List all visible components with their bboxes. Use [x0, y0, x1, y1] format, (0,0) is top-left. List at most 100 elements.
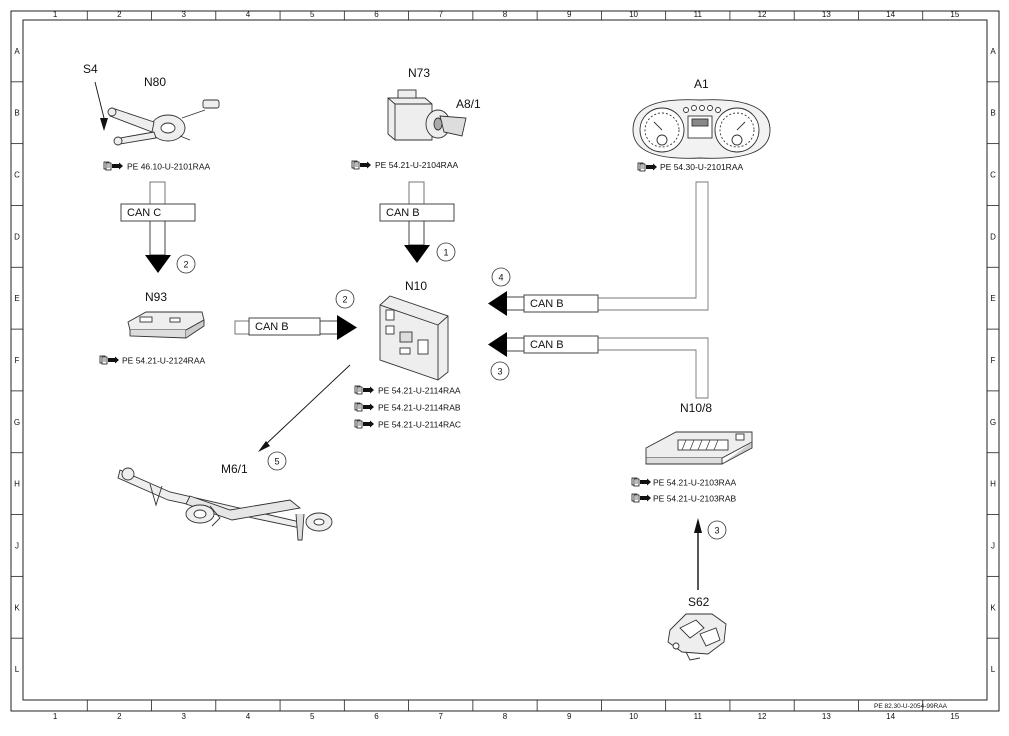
step-number: 2 [183, 260, 188, 270]
grid-column-label: 9 [567, 712, 572, 721]
manual-ref-icon [103, 161, 124, 171]
n80-ref-group: PE 46.10-U-2101RAA [103, 161, 210, 172]
grid-row-label: E [990, 294, 995, 303]
n10-component-drawing[interactable] [379, 295, 449, 381]
step-marker: 3 [707, 520, 727, 540]
manual-ref-icon [631, 477, 652, 487]
n93-ref[interactable]: PE 54.21-U-2124RAA [122, 356, 205, 366]
step-number: 5 [274, 457, 279, 467]
grid-row-label: C [990, 171, 996, 180]
n80-label[interactable]: N80 [144, 75, 166, 89]
a8-1-label[interactable]: A8/1 [456, 97, 481, 111]
n73-ref[interactable]: PE 54.21-U-2104RAA [375, 160, 458, 170]
s4-leader-arrowhead [100, 118, 108, 131]
m6-1-component-drawing[interactable] [117, 467, 333, 541]
s4-label[interactable]: S4 [83, 62, 98, 76]
n73-component-drawing[interactable] [387, 89, 467, 141]
n80-ref[interactable]: PE 46.10-U-2101RAA [127, 162, 210, 172]
bus-line-n80-n93 [149, 181, 166, 205]
n10-8-ref-2[interactable]: PE 54.21-U-2103RAB [653, 494, 736, 504]
n73-label[interactable]: N73 [408, 66, 430, 80]
grid-row-label: E [14, 294, 19, 303]
a1-label[interactable]: A1 [694, 77, 709, 91]
flow-arrowhead [258, 441, 270, 452]
n80-component-drawing[interactable] [107, 99, 220, 146]
sheet-frame [10, 10, 1000, 712]
manual-ref-icon [637, 162, 658, 172]
n10-8-component-drawing[interactable] [645, 431, 753, 465]
grid-column-label: 15 [950, 712, 959, 721]
manual-ref-icon [351, 160, 372, 170]
n10-8-label[interactable]: N10/8 [680, 401, 712, 415]
a1-component-drawing[interactable] [632, 99, 771, 159]
bus-line-a1-n10 [597, 181, 709, 311]
flow-arrowhead-down [145, 255, 171, 273]
manual-ref-icon [354, 402, 375, 412]
n10-label[interactable]: N10 [405, 279, 427, 293]
step-number: 4 [498, 273, 503, 283]
n73-ref-group: PE 54.21-U-2104RAA [351, 160, 458, 170]
bus-label-can-c[interactable]: CAN C [127, 207, 161, 219]
grid-column-label: 5 [310, 10, 315, 19]
bus-label-can-b[interactable]: CAN B [530, 298, 564, 310]
grid-row-label: J [15, 541, 19, 550]
bus-label-can-b[interactable]: CAN B [386, 207, 420, 219]
grid-column-label: 12 [758, 712, 767, 721]
grid-row-label: B [990, 109, 995, 118]
grid-column-label: 13 [822, 10, 831, 19]
n93-label[interactable]: N93 [145, 290, 167, 304]
bus-line-n10-8-n10 [597, 337, 709, 399]
step-marker: 2 [335, 289, 355, 309]
grid-row-label: G [990, 418, 996, 427]
n10-ref-2[interactable]: PE 54.21-U-2114RAB [378, 403, 461, 413]
s62-component-drawing[interactable] [667, 613, 727, 661]
n10-8-ref-1[interactable]: PE 54.21-U-2103RAA [653, 478, 736, 488]
s4-leader-line [94, 81, 105, 119]
bus-line-n93-n10 [234, 320, 250, 335]
grid-column-label: 6 [374, 10, 379, 19]
grid-column-label: 2 [117, 712, 122, 721]
grid-column-label: 1 [53, 10, 58, 19]
grid-row-label: D [990, 232, 996, 241]
grid-column-label: 1 [53, 712, 58, 721]
grid-row-label: C [14, 171, 20, 180]
grid-column-label: 15 [950, 10, 959, 19]
s62-label[interactable]: S62 [688, 595, 710, 609]
document-reference: PE 82.30-U-2054-99RAA [874, 703, 948, 710]
grid-column-label: 10 [629, 712, 638, 721]
m6-1-label[interactable]: M6/1 [221, 462, 248, 476]
n10-ref-group: PE 54.21-U-2114RAA PE 54.21-U-2114RAB PE… [354, 385, 461, 430]
grid-column-label: 10 [629, 10, 638, 19]
grid-column-label: 14 [886, 10, 895, 19]
step-marker: 2 [176, 254, 196, 274]
step-marker: 3 [490, 361, 510, 381]
grid-column-label: 3 [181, 10, 186, 19]
a1-ref[interactable]: PE 54.30-U-2101RAA [660, 162, 743, 172]
grid-row-label: L [15, 665, 20, 674]
grid-row-label: J [991, 541, 995, 550]
n93-component-drawing[interactable] [127, 311, 205, 339]
manual-ref-icon [631, 493, 652, 503]
grid-column-label: 13 [822, 712, 831, 721]
n10-ref-1[interactable]: PE 54.21-U-2114RAA [378, 386, 461, 396]
step-marker: 1 [436, 242, 456, 262]
bus-line-n73-n10 [408, 181, 425, 205]
bus-label-can-b[interactable]: CAN B [530, 339, 564, 351]
grid-column-label: 7 [439, 712, 444, 721]
flow-arrowhead-right [337, 315, 357, 340]
grid-row-label: B [14, 109, 19, 118]
a1-ref-group: PE 54.30-U-2101RAA [637, 162, 743, 172]
grid-column-label: 4 [246, 712, 251, 721]
grid-row-label: F [991, 356, 996, 365]
bus-label-can-b[interactable]: CAN B [255, 321, 289, 333]
grid-column-label: 2 [117, 10, 122, 19]
grid-row-label: F [15, 356, 20, 365]
grid-row-label: L [991, 665, 996, 674]
n10-ref-3[interactable]: PE 54.21-U-2114RAC [378, 420, 461, 430]
signal-line-n10-m6-1 [263, 364, 351, 447]
step-number: 1 [443, 248, 448, 258]
grid-row-label: G [14, 418, 20, 427]
